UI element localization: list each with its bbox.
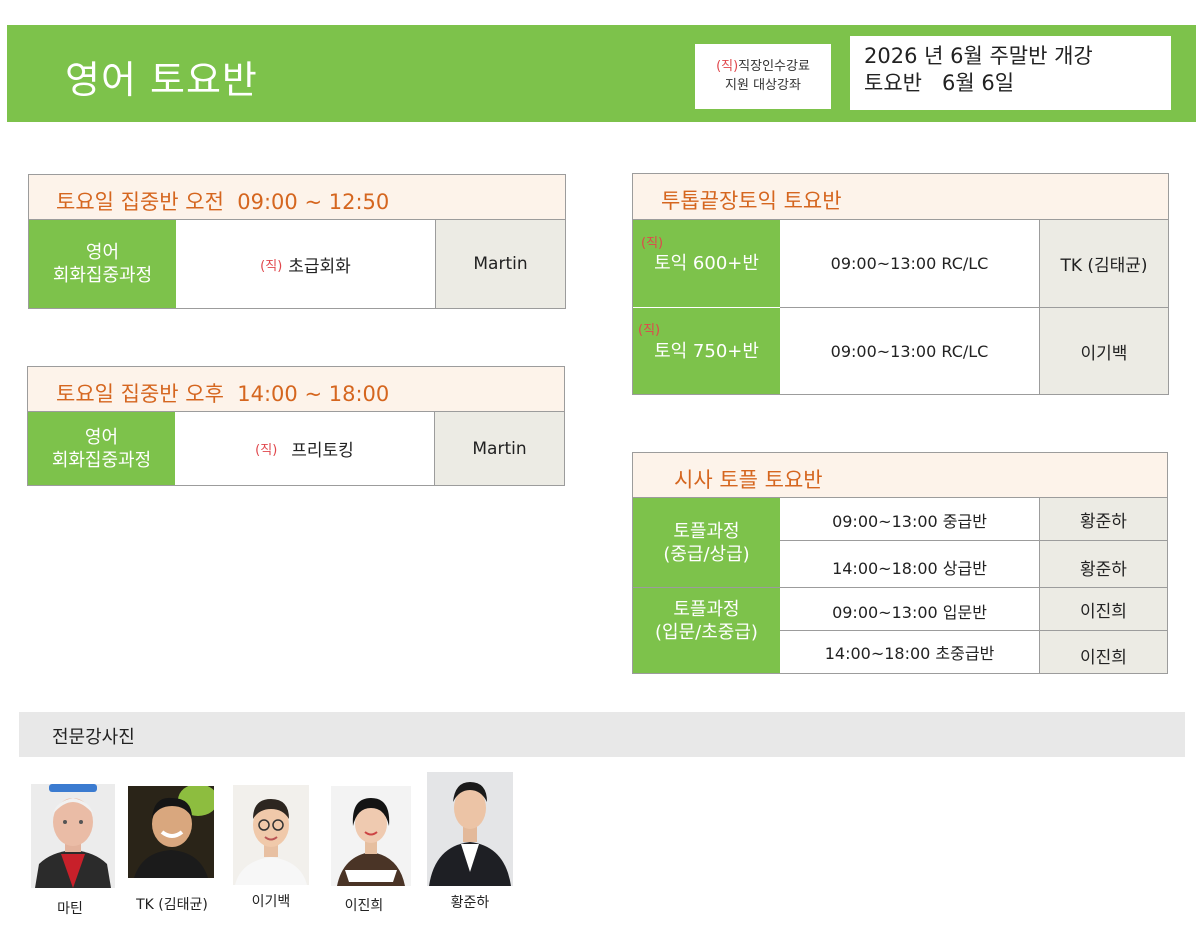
toefl-teacher-upper: 황준하 bbox=[1040, 541, 1167, 587]
toeic-course-600: (직) 토익 600+반 bbox=[633, 220, 780, 307]
instructors-title: 전문강사진 bbox=[52, 727, 135, 748]
instructor-name-lee-gibaek: 이기백 bbox=[251, 894, 291, 910]
toefl-teacher-intermediate: 황준하 bbox=[1040, 498, 1167, 540]
divider bbox=[1039, 498, 1040, 673]
toeic-teacher-600: TK (김태균) bbox=[1040, 220, 1168, 307]
divider bbox=[435, 220, 436, 308]
instructors-header: 전문강사진 bbox=[19, 712, 1185, 757]
toefl-time-upper: 14:00~18:00 상급반 bbox=[832, 559, 987, 578]
toefl-course-beginner: 토플과정 (입문/초중급) bbox=[633, 588, 780, 673]
toeic-course-750: (직) 토익 750+반 bbox=[633, 308, 780, 394]
instructor-name-tk: TK (김태균) bbox=[136, 897, 208, 913]
toeic-title: 투톱끝장토익 토요반 bbox=[633, 174, 1168, 220]
morning-title-text: 토요일 집중반 오전 09:00 ~ 12:50 bbox=[56, 190, 390, 214]
toeic-title-text: 투톱끝장토익 토요반 bbox=[661, 189, 842, 213]
toefl-teacher-low-inter: 이진희 bbox=[1040, 631, 1167, 673]
support-line1: 직장인수강료 bbox=[738, 59, 810, 74]
instructor-photo-tk bbox=[128, 786, 214, 878]
toefl-title-text: 시사 토플 토요반 bbox=[674, 468, 823, 492]
divider bbox=[434, 412, 435, 485]
header-banner: 영어 토요반 (직)직장인수강료 지원 대상강좌 2026 년 6월 주말반 개… bbox=[7, 25, 1196, 122]
afternoon-course: 영어 회화집중과정 bbox=[28, 412, 175, 485]
instructor-photo-lee-jinhee bbox=[331, 786, 411, 886]
instructor-photo-hwang-junha bbox=[427, 772, 513, 886]
toeic-mark-600: (직) bbox=[641, 236, 664, 251]
page-title: 영어 토요반 bbox=[65, 58, 258, 102]
divider bbox=[780, 630, 1167, 631]
toefl-course-advanced: 토플과정 (중급/상급) bbox=[633, 498, 780, 587]
toefl-time-intro: 09:00~13:00 입문반 bbox=[832, 603, 987, 622]
instructor-photo-lee-gibaek bbox=[233, 785, 309, 885]
toeic-course-600-text: 토익 600+반 bbox=[654, 253, 759, 274]
instructor-name-martin: 마틴 bbox=[57, 901, 83, 917]
morning-teacher: Martin bbox=[436, 220, 565, 308]
afternoon-title: 토요일 집중반 오후 14:00 ~ 18:00 bbox=[28, 367, 564, 412]
afternoon-class: (직) 프리토킹 bbox=[175, 412, 434, 485]
toeic-teacher-750: 이기백 bbox=[1040, 308, 1168, 394]
opening-line2: 토요반 6월 6일 bbox=[864, 71, 1015, 95]
toeic-time-750: 09:00~13:00 RC/LC bbox=[830, 341, 989, 361]
divider bbox=[633, 587, 1167, 588]
opening-line1: 2026 년 6월 주말반 개강 bbox=[864, 44, 1093, 68]
toefl-time-intermediate: 09:00~13:00 중급반 bbox=[832, 512, 987, 531]
afternoon-class-name: 프리토킹 bbox=[291, 441, 354, 461]
afternoon-teacher: Martin bbox=[435, 412, 564, 485]
divider bbox=[780, 540, 1167, 541]
morning-course: 영어 회화집중과정 bbox=[29, 220, 176, 308]
afternoon-title-text: 토요일 집중반 오후 14:00 ~ 18:00 bbox=[56, 382, 390, 406]
afternoon-schedule: 토요일 집중반 오후 14:00 ~ 18:00 영어 회화집중과정 (직) 프… bbox=[27, 366, 565, 486]
divider bbox=[780, 307, 1168, 308]
toefl-time-low-inter: 14:00~18:00 초중급반 bbox=[824, 644, 995, 663]
toefl-teacher-intro: 이진희 bbox=[1040, 588, 1167, 630]
support-line2: 지원 대상강좌 bbox=[725, 78, 801, 93]
support-notice: (직)직장인수강료 지원 대상강좌 bbox=[695, 44, 831, 109]
toeic-time-600: 09:00~13:00 RC/LC bbox=[830, 254, 989, 273]
toefl-schedule: 시사 토플 토요반 토플과정 (중급/상급) 09:00~13:00 중급반 황… bbox=[632, 452, 1168, 674]
afternoon-mark: (직) bbox=[255, 443, 278, 458]
morning-mark: (직) bbox=[260, 258, 283, 274]
instructor-name-hwang-junha: 황준하 bbox=[450, 895, 490, 911]
instructor-name-lee-jinhee: 이진희 bbox=[344, 898, 384, 914]
toefl-title: 시사 토플 토요반 bbox=[633, 453, 1167, 498]
morning-schedule: 토요일 집중반 오전 09:00 ~ 12:50 영어 회화집중과정 (직) 초… bbox=[28, 174, 566, 309]
toeic-schedule: 투톱끝장토익 토요반 (직) 토익 600+반 09:00~13:00 RC/L… bbox=[632, 173, 1169, 395]
toeic-mark-750: (직) bbox=[638, 323, 661, 338]
support-mark: (직) bbox=[716, 59, 739, 74]
morning-class-name: 초급회화 bbox=[288, 256, 351, 277]
opening-date-box: 2026 년 6월 주말반 개강 토요반 6월 6일 bbox=[850, 36, 1171, 110]
instructor-photo-martin bbox=[31, 784, 115, 888]
morning-title: 토요일 집중반 오전 09:00 ~ 12:50 bbox=[29, 175, 565, 220]
morning-class: (직) 초급회화 bbox=[176, 220, 435, 308]
toeic-course-750-text: 토익 750+반 bbox=[654, 340, 759, 362]
